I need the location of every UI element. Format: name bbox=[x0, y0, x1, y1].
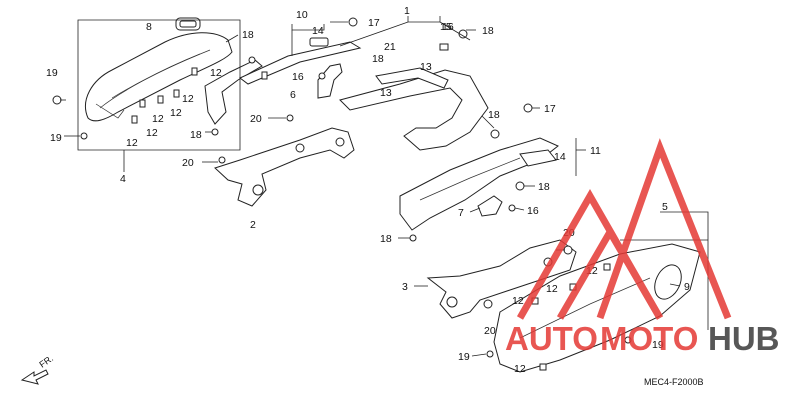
callout-6: 6 bbox=[290, 89, 296, 101]
callout-14: 14 bbox=[554, 151, 566, 163]
callout-12: 12 bbox=[146, 127, 158, 139]
seat-lock-bracket-part bbox=[214, 127, 355, 207]
callout-7: 7 bbox=[458, 207, 464, 219]
callout-16: 16 bbox=[527, 205, 539, 217]
callout-14: 14 bbox=[312, 25, 324, 37]
rear-frame-cover-part bbox=[399, 137, 559, 231]
callout-12: 12 bbox=[210, 67, 222, 79]
callout-19: 19 bbox=[46, 67, 58, 79]
watermark-text-hub: HUB bbox=[708, 320, 780, 357]
upper-stay-part bbox=[239, 37, 362, 85]
callout-12: 12 bbox=[182, 93, 194, 105]
callout-19: 19 bbox=[458, 351, 470, 363]
front-direction-indicator: FR. bbox=[20, 353, 55, 385]
callout-20: 20 bbox=[182, 157, 194, 169]
small-bracket-part bbox=[477, 195, 503, 217]
callout-9: 9 bbox=[684, 281, 690, 293]
callout-13: 13 bbox=[380, 87, 392, 99]
callout-4: 4 bbox=[120, 173, 126, 185]
leader-lines bbox=[60, 16, 709, 357]
watermark-logo: AUTO MOTO HUB bbox=[505, 138, 780, 357]
callout-18: 18 bbox=[242, 29, 254, 41]
callout-21: 21 bbox=[384, 41, 396, 53]
callout-20: 20 bbox=[250, 113, 262, 125]
seat-cowl-part bbox=[85, 17, 233, 122]
callout-15: 15 bbox=[440, 21, 452, 33]
callout-12: 12 bbox=[514, 363, 526, 375]
watermark-text-auto: AUTO bbox=[505, 320, 598, 357]
callout-18: 18 bbox=[482, 25, 494, 37]
callout-12: 12 bbox=[170, 107, 182, 119]
callout-18: 18 bbox=[190, 129, 202, 141]
callout-12: 12 bbox=[152, 113, 164, 125]
callout-16: 16 bbox=[292, 71, 304, 83]
callout-12: 12 bbox=[512, 295, 524, 307]
callout-12: 12 bbox=[586, 265, 598, 277]
hook-bracket-part bbox=[317, 63, 343, 99]
callout-17: 17 bbox=[544, 103, 556, 115]
callout-12: 12 bbox=[126, 137, 138, 149]
side-cover-part bbox=[493, 243, 701, 373]
front-direction-label: FR. bbox=[37, 353, 55, 370]
callout-17: 17 bbox=[368, 17, 380, 29]
callout-3: 3 bbox=[402, 281, 408, 293]
callout-16: 16 bbox=[442, 21, 454, 33]
callout-18: 18 bbox=[488, 109, 500, 121]
watermark-text-moto: MOTO bbox=[600, 320, 698, 357]
diagram-code: MEC4-F2000B bbox=[644, 377, 704, 387]
callout-18: 18 bbox=[372, 53, 384, 65]
fasteners bbox=[52, 17, 632, 371]
callout-labels: 1 2 3 4 5 6 7 8 9 10 11 12 12 12 12 12 1… bbox=[46, 5, 690, 375]
callout-10: 10 bbox=[296, 9, 308, 21]
callout-19: 19 bbox=[652, 339, 664, 351]
watermark-triangles bbox=[516, 138, 732, 320]
callout-18: 18 bbox=[538, 181, 550, 193]
callout-18: 18 bbox=[380, 233, 392, 245]
callout-13: 13 bbox=[420, 61, 432, 73]
callout-11: 11 bbox=[590, 145, 601, 157]
callout-8: 8 bbox=[146, 21, 152, 33]
callout-5: 5 bbox=[662, 201, 668, 213]
callout-2: 2 bbox=[250, 219, 256, 231]
callout-12: 12 bbox=[546, 283, 558, 295]
callout-20: 20 bbox=[484, 325, 496, 337]
grab-rail-part bbox=[339, 67, 489, 151]
cowl-bracket-rear bbox=[204, 59, 263, 125]
callout-1: 1 bbox=[404, 5, 410, 17]
callout-19: 19 bbox=[50, 132, 62, 144]
